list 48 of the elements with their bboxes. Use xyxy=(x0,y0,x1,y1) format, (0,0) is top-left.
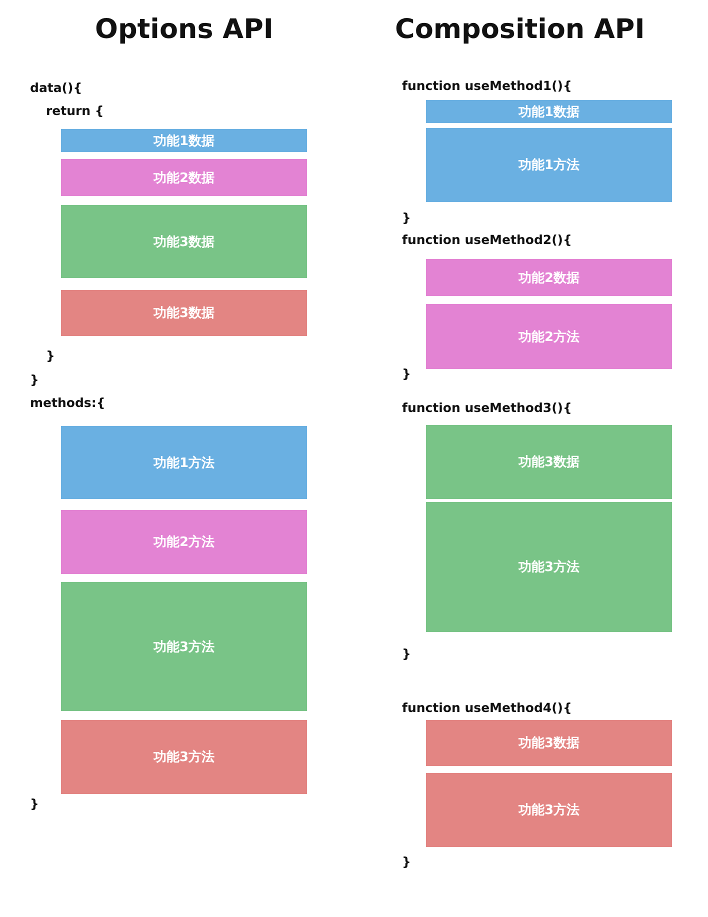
block-label: 功能3方法 xyxy=(153,638,215,656)
block-label: 功能2方法 xyxy=(518,328,580,346)
column-heading: Options API xyxy=(95,13,274,47)
code-line: } xyxy=(46,348,55,364)
code-line: function useMethod1(){ xyxy=(402,78,572,94)
code-block xyxy=(426,720,672,766)
block-label: 功能1方法 xyxy=(518,156,580,174)
code-line: function useMethod3(){ xyxy=(402,400,572,416)
block-label: 功能2方法 xyxy=(153,534,215,551)
code-line: } xyxy=(402,366,411,382)
code-block xyxy=(61,205,307,278)
code-line: return { xyxy=(46,103,104,119)
code-line: } xyxy=(30,372,39,388)
code-block xyxy=(61,290,307,336)
code-line: } xyxy=(402,646,411,662)
code-block xyxy=(61,720,307,794)
code-line: } xyxy=(402,210,411,226)
code-block xyxy=(426,773,672,847)
block-label: 功能2数据 xyxy=(518,270,580,286)
code-block xyxy=(426,259,672,296)
block-label: 功能1方法 xyxy=(153,454,215,472)
code-block xyxy=(61,159,307,196)
code-block xyxy=(426,502,672,632)
block-label: 功能3数据 xyxy=(518,454,580,471)
code-block xyxy=(426,100,672,123)
block-label: 功能3方法 xyxy=(153,748,215,766)
block-label: 功能2数据 xyxy=(153,170,215,186)
block-label: 功能1数据 xyxy=(153,132,215,150)
block-label: 功能1数据 xyxy=(518,104,580,120)
code-line: } xyxy=(402,854,411,870)
code-block xyxy=(426,425,672,499)
code-block xyxy=(426,128,672,202)
code-block xyxy=(61,582,307,711)
block-label: 功能3方法 xyxy=(518,558,580,576)
code-line: } xyxy=(30,796,39,812)
block-label: 功能3数据 xyxy=(518,735,580,752)
block-label: 功能3数据 xyxy=(153,305,215,322)
code-line: methods:{ xyxy=(30,395,106,411)
block-label: 功能3方法 xyxy=(518,802,580,819)
code-block xyxy=(61,510,307,574)
code-block xyxy=(426,304,672,369)
block-label: 功能3数据 xyxy=(153,234,215,250)
code-line: function useMethod4(){ xyxy=(402,700,572,716)
code-block xyxy=(61,426,307,499)
column-heading: Composition API xyxy=(395,13,645,47)
code-line: function useMethod2(){ xyxy=(402,232,572,248)
code-line: data(){ xyxy=(30,80,82,96)
code-block xyxy=(61,129,307,152)
